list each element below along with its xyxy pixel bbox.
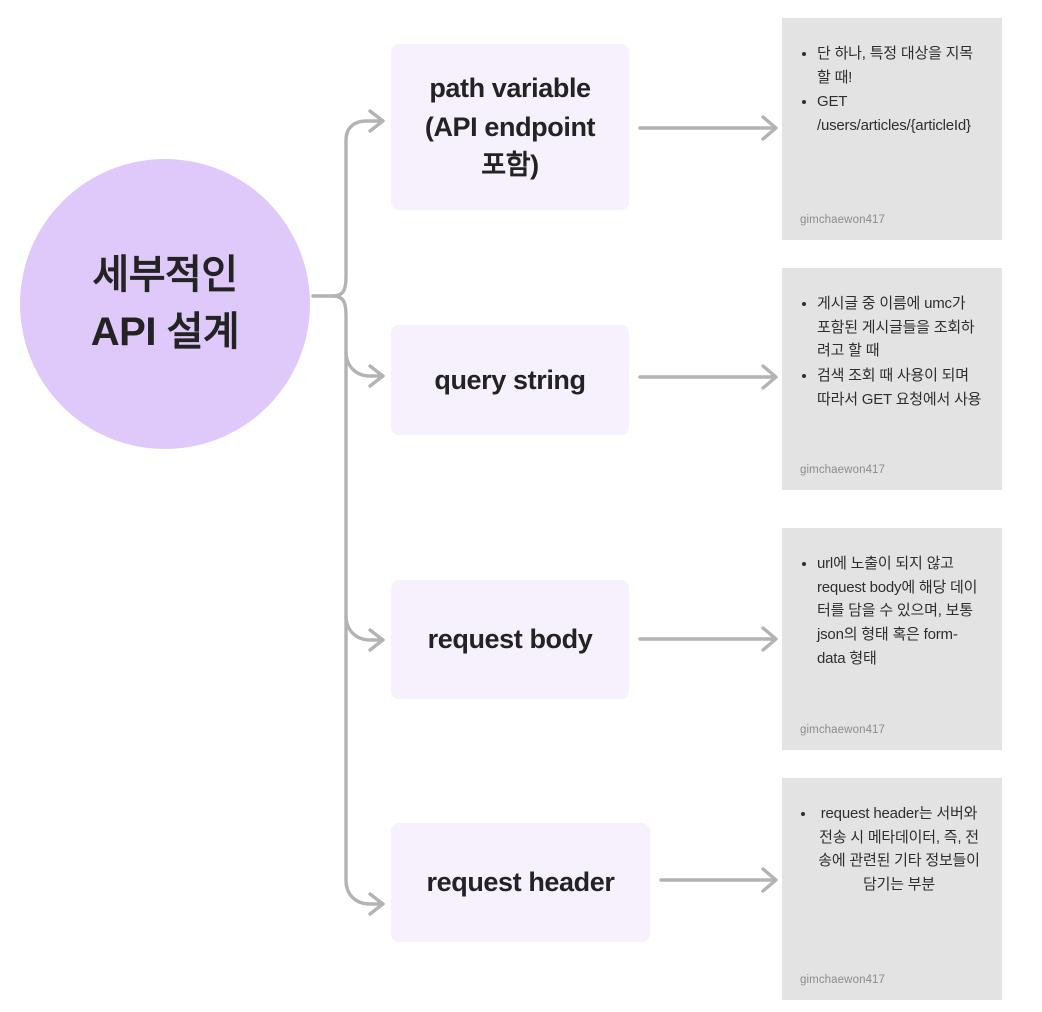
note-bullet: url에 노출이 되지 않고 request body에 해당 데이터를 담을 …: [817, 552, 982, 670]
node-label-line-1: path variable: [429, 73, 591, 104]
note-card-query-string[interactable]: 게시글 중 이름에 umc가 포함된 게시글들을 조회하려고 할 때 검색 조회…: [782, 268, 1002, 490]
node-label-request-header: request header: [426, 867, 615, 898]
root-node-line-1: 세부적인: [92, 253, 238, 298]
node-box-query-string[interactable]: query string: [391, 325, 629, 435]
note-card-path-variable[interactable]: 단 하나, 특정 대상을 지목할 때! GET /users/articles/…: [782, 18, 1002, 240]
node-label-path-variable: path variable (API endpoint 포함): [424, 69, 596, 185]
note-bullet: GET /users/articles/{articleId}: [817, 90, 982, 137]
note-bullet-list: url에 노출이 되지 않고 request body에 해당 데이터를 담을 …: [800, 552, 982, 671]
node-label-query-string: query string: [434, 364, 586, 395]
root-node-line-2: API 설계: [90, 310, 240, 354]
note-author: gimchaewon417: [800, 214, 886, 226]
node-label-line-3: 포함): [481, 150, 539, 181]
note-card-request-body[interactable]: url에 노출이 되지 않고 request body에 해당 데이터를 담을 …: [782, 528, 1002, 750]
root-node-circle[interactable]: 세부적인 API 설계: [20, 159, 310, 449]
note-bullet: 게시글 중 이름에 umc가 포함된 게시글들을 조회하려고 할 때: [817, 292, 982, 363]
note-bullet: 단 하나, 특정 대상을 지목할 때!: [817, 42, 982, 89]
note-author: gimchaewon417: [800, 464, 886, 476]
note-author: gimchaewon417: [800, 974, 886, 986]
node-label-request-body: request body: [427, 624, 593, 655]
note-bullet-list: 단 하나, 특정 대상을 지목할 때! GET /users/articles/…: [800, 42, 982, 139]
node-label-line-2: (API endpoint: [424, 111, 596, 142]
note-author: gimchaewon417: [800, 724, 886, 736]
note-bullet: request header는 서버와 전송 시 메타데이터, 즉, 전송에 관…: [816, 802, 982, 897]
note-bullet: 검색 조회 때 사용이 되며 따라서 GET 요청에서 사용: [817, 364, 982, 411]
node-box-path-variable[interactable]: path variable (API endpoint 포함): [391, 44, 629, 210]
node-box-request-header[interactable]: request header: [391, 823, 650, 942]
note-bullet-list: 게시글 중 이름에 umc가 포함된 게시글들을 조회하려고 할 때 검색 조회…: [800, 292, 982, 412]
node-box-request-body[interactable]: request body: [391, 580, 629, 699]
note-card-request-header[interactable]: request header는 서버와 전송 시 메타데이터, 즉, 전송에 관…: [782, 778, 1002, 1000]
note-bullet-list: request header는 서버와 전송 시 메타데이터, 즉, 전송에 관…: [800, 802, 982, 898]
